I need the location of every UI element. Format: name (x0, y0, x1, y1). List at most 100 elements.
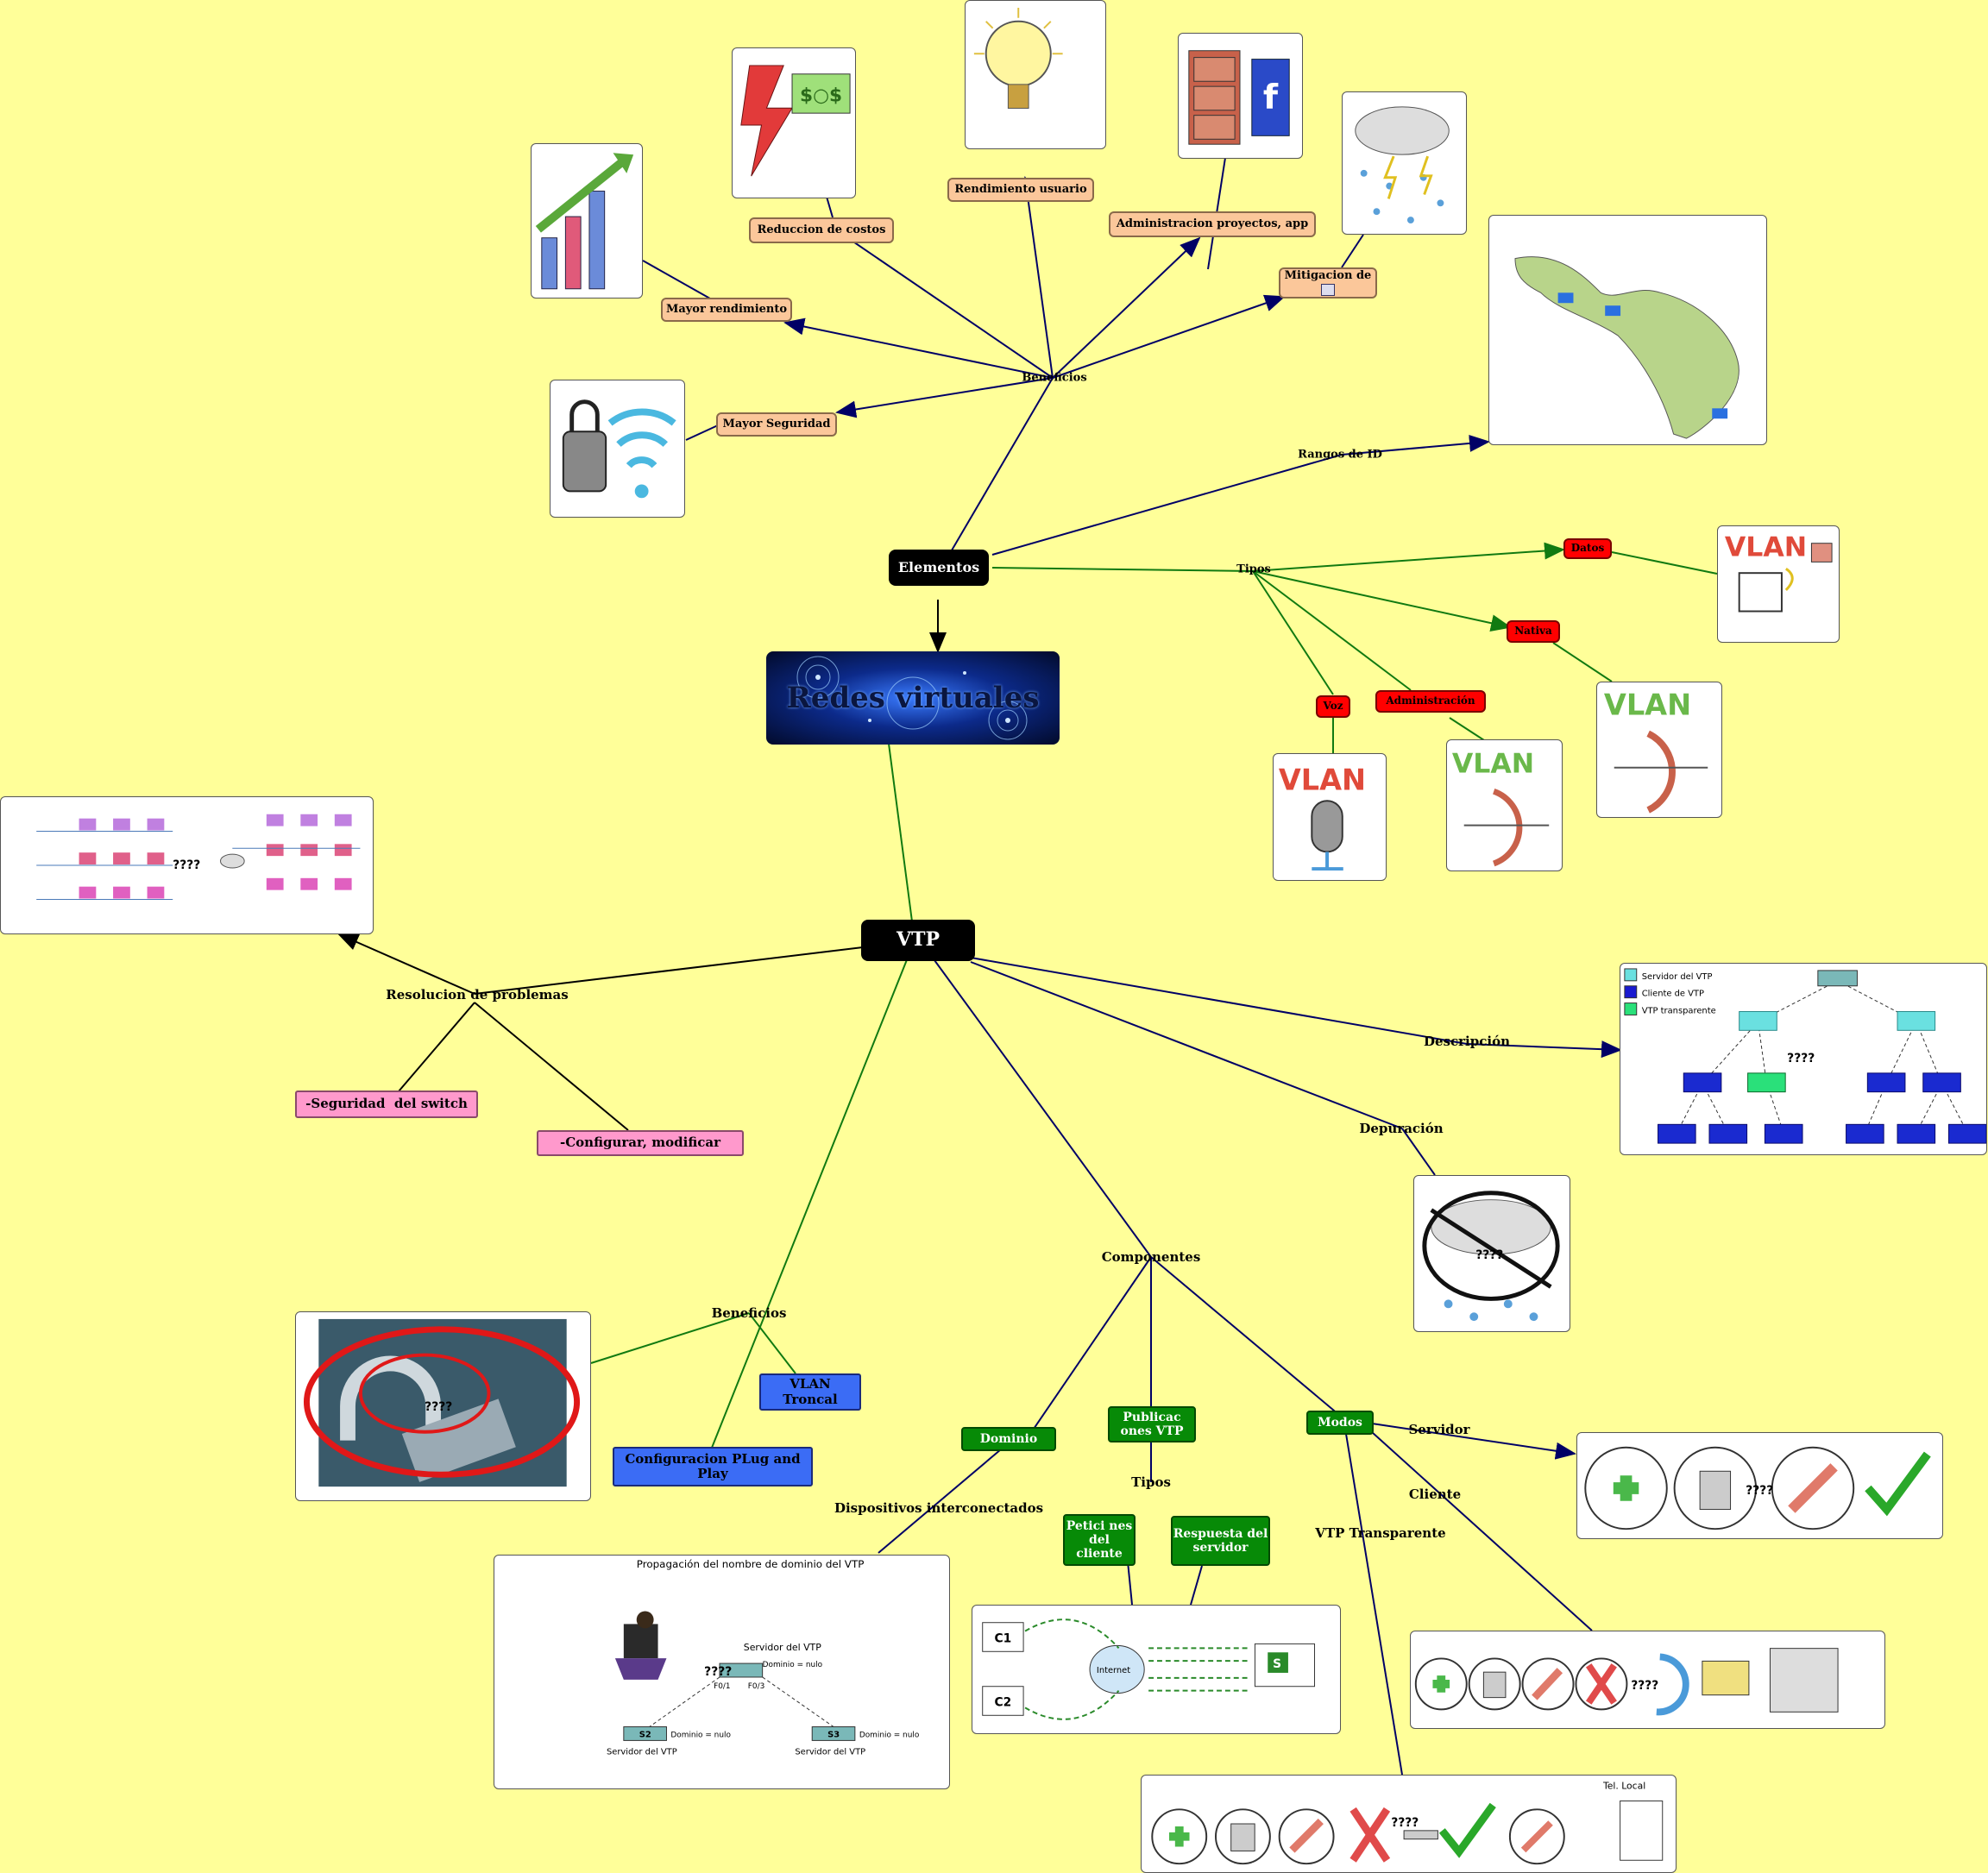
domain-server-text: Servidor del VTP (607, 1747, 677, 1757)
placeholder-text: ???? (1746, 1484, 1773, 1498)
legend-client: Cliente de VTP (1642, 990, 1704, 999)
descripcion-label: Descripción (1424, 1034, 1510, 1049)
lightbulb-image (965, 0, 1106, 149)
placeholder-text: ???? (425, 1400, 452, 1414)
vlan-word: VLAN (1279, 763, 1366, 796)
domain-null-text: Dominio = nulo (670, 1731, 731, 1739)
tel-local-text: Tel. Local (1602, 1781, 1645, 1792)
placeholder-text: ???? (1391, 1816, 1419, 1830)
publicaciones-node[interactable]: Publicac ones VTP (1108, 1406, 1196, 1442)
vlan-voz-image: VLAN (1273, 753, 1387, 881)
elementos-label: Elementos (897, 558, 980, 575)
dominio-node[interactable]: Dominio (961, 1427, 1056, 1451)
modo-transparente-label: VTP Transparente (1315, 1525, 1446, 1541)
network-globe-icon (796, 656, 1028, 740)
respuesta-label: Respuesta del servidor (1173, 1526, 1268, 1555)
vlan-word: VLAN (1725, 531, 1807, 563)
beneficio-label: VLAN Troncal (783, 1376, 838, 1407)
rangos-id-label: Rangos de ID (1298, 448, 1382, 462)
switch-label: S3 (827, 1730, 840, 1739)
beneficio-label: Configuracion PLug and Play (625, 1450, 801, 1481)
dominio-label: Dominio (979, 1431, 1038, 1446)
tipo-voz[interactable]: Voz (1316, 695, 1350, 718)
benefit-reduccion-costos[interactable]: Reduccion de costos (749, 217, 894, 243)
modo-cliente-image: ???? (1410, 1631, 1885, 1729)
domain-server-text: Servidor del VTP (744, 1642, 821, 1653)
vtp-beneficios-label: Beneficios (711, 1305, 787, 1321)
client-label: C2 (995, 1695, 1012, 1709)
modo-servidor-image: ???? (1576, 1432, 1943, 1539)
publicaciones-tipos-label: Tipos (1131, 1474, 1171, 1490)
elementos-tipos-label: Tipos (1236, 563, 1271, 576)
vtp-node[interactable]: VTP (861, 920, 975, 961)
placeholder-text: ???? (1631, 1679, 1658, 1693)
benefit-label: Mayor rendimiento (665, 302, 788, 316)
depuracion-label: Depuración (1359, 1121, 1444, 1136)
beneficio-vlan-troncal[interactable]: VLAN Troncal (759, 1373, 861, 1411)
tipo-nativa[interactable]: Nativa (1507, 620, 1560, 643)
benefit-label: Mitigacion de (1284, 268, 1372, 282)
benefit-mayor-rendimiento[interactable]: Mayor rendimiento (661, 298, 792, 322)
placeholder-text: ???? (1475, 1248, 1503, 1262)
placeholder-text: ???? (173, 858, 200, 872)
resolucion-configurar[interactable]: -Configurar, modificar (537, 1130, 744, 1156)
resolucion-item-label: -Configurar, modificar (560, 1134, 720, 1151)
benefit-administracion[interactable]: Administracion proyectos, app (1109, 211, 1316, 237)
internet-requests-image: C1 C2 Internet S (972, 1605, 1341, 1734)
benefit-rendimiento-usuario[interactable]: Rendimiento usuario (947, 178, 1094, 202)
security-lock-banned-image: ???? (295, 1311, 591, 1501)
publicaciones-label: Publicac ones VTP (1120, 1410, 1184, 1438)
beneficio-plug-and-play[interactable]: Configuracion PLug and Play (613, 1447, 813, 1486)
vlan-datos-image: VLAN (1717, 525, 1840, 643)
modos-node[interactable]: Modos (1306, 1411, 1374, 1435)
placeholder-text: ???? (704, 1665, 732, 1679)
tipo-label: Datos (1570, 542, 1605, 555)
port-label: F0/3 (748, 1682, 765, 1691)
lock-wifi-image (550, 380, 685, 518)
tipo-label: Voz (1323, 700, 1343, 713)
internet-label: Internet (1097, 1666, 1130, 1675)
legend-transparent: VTP transparente (1642, 1006, 1716, 1015)
benefit-label: Administracion proyectos, app (1116, 217, 1309, 230)
benefit-label: Reduccion de costos (757, 223, 886, 236)
resolucion-label: Resolucion de problemas (386, 987, 569, 1002)
domain-title-text: Propagación del nombre de dominio del VT… (637, 1558, 865, 1570)
vtp-hierarchy-image: Servidor del VTP Cliente de VTP VTP tran… (1620, 963, 1987, 1155)
modos-label: Modos (1318, 1415, 1362, 1430)
vlan-nativa-image: VLAN (1596, 682, 1722, 818)
legend-server: Servidor del VTP (1642, 972, 1713, 982)
cost-reduction-image: $○$ (732, 47, 856, 198)
tipo-datos[interactable]: Datos (1563, 538, 1612, 559)
modo-cliente-label: Cliente (1408, 1486, 1462, 1502)
tipo-label: Nativa (1514, 625, 1552, 638)
bar-chart-growth-image (531, 143, 643, 299)
svg-text:f: f (1263, 78, 1279, 117)
dispositivos-label: Dispositivos interconectados (834, 1500, 1044, 1516)
domain-null-text: Dominio = nulo (763, 1661, 823, 1669)
vtp-label: VTP (896, 928, 940, 952)
peticiones-cliente-node[interactable]: Petici nes del cliente (1063, 1514, 1136, 1566)
debug-storm-image: ???? (1413, 1175, 1570, 1332)
benefit-mitigacion[interactable]: Mitigacion de (1279, 267, 1377, 299)
client-label: C1 (995, 1631, 1012, 1645)
respuesta-servidor-node[interactable]: Respuesta del servidor (1171, 1516, 1270, 1566)
modo-transparente-image: Tel. Local???? (1141, 1775, 1677, 1873)
vlan-word: VLAN (1604, 688, 1691, 722)
peticiones-label: Petici nes del cliente (1066, 1518, 1133, 1562)
file-cabinet-image: f (1178, 33, 1303, 159)
modo-servidor-label: Servidor (1408, 1422, 1470, 1437)
componentes-label: Componentes (1101, 1249, 1201, 1265)
tipo-administracion[interactable]: Administración (1375, 690, 1486, 713)
benefit-mayor-seguridad[interactable]: Mayor Seguridad (716, 412, 837, 437)
root-node[interactable]: Redes virtuales (766, 651, 1060, 745)
benefit-label: Rendimiento usuario (954, 182, 1087, 196)
traditional-lan-vs-vlan-image: ???? (0, 796, 374, 934)
resolucion-item-label: -Seguridad del switch (305, 1096, 468, 1112)
svg-text:$○$: $○$ (800, 85, 842, 106)
elementos-node[interactable]: Elementos (889, 550, 989, 586)
placeholder-text: ???? (1787, 1052, 1815, 1065)
root-title: Redes virtuales (786, 681, 1040, 715)
domain-propagation-image: Propagación del nombre de dominio del VT… (494, 1555, 950, 1789)
resolucion-seguridad-switch[interactable]: -Seguridad del switch (295, 1090, 478, 1118)
elementos-beneficios-label: Beneficios (1022, 371, 1087, 385)
